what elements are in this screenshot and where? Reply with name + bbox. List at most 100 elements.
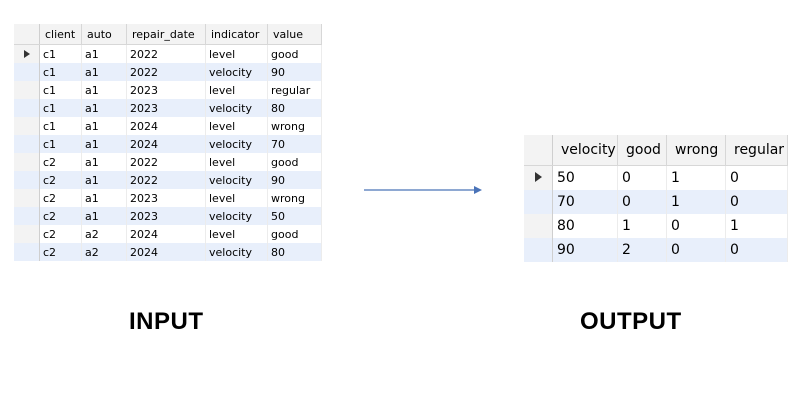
cell-indicator[interactable]: level <box>205 81 268 99</box>
row-selector[interactable] <box>14 225 40 243</box>
cell-repair-date[interactable]: 2024 <box>126 117 206 135</box>
cell-velocity[interactable]: 80 <box>552 214 618 238</box>
cell-good[interactable]: 1 <box>617 214 667 238</box>
cell-client[interactable]: c1 <box>39 117 82 135</box>
cell-indicator[interactable]: velocity <box>205 63 268 81</box>
cell-indicator[interactable]: level <box>205 189 268 207</box>
cell-value[interactable]: 70 <box>267 135 322 153</box>
cell-auto[interactable]: a1 <box>81 189 127 207</box>
cell-value[interactable]: wrong <box>267 117 322 135</box>
cell-regular[interactable]: 1 <box>725 214 788 238</box>
cell-auto[interactable]: a1 <box>81 117 127 135</box>
table-row[interactable]: 80 1 0 1 <box>524 214 788 238</box>
cell-repair-date[interactable]: 2022 <box>126 171 206 189</box>
row-selector[interactable] <box>524 214 553 238</box>
cell-value[interactable]: regular <box>267 81 322 99</box>
table-row[interactable]: c1 a1 2024 velocity 70 <box>14 135 322 153</box>
row-selector[interactable] <box>524 190 553 214</box>
table-row[interactable]: c1 a1 2023 level regular <box>14 81 322 99</box>
row-selector[interactable] <box>14 243 40 261</box>
cell-value[interactable]: good <box>267 225 322 243</box>
cell-client[interactable]: c2 <box>39 171 82 189</box>
cell-auto[interactable]: a1 <box>81 81 127 99</box>
table-row[interactable]: c2 a1 2023 level wrong <box>14 189 322 207</box>
cell-indicator[interactable]: velocity <box>205 135 268 153</box>
cell-auto[interactable]: a1 <box>81 207 127 225</box>
cell-velocity[interactable]: 70 <box>552 190 618 214</box>
cell-regular[interactable]: 0 <box>725 165 788 190</box>
cell-value[interactable]: 80 <box>267 99 322 117</box>
cell-auto[interactable]: a2 <box>81 225 127 243</box>
column-header-indicator[interactable]: indicator <box>205 24 268 45</box>
cell-indicator[interactable]: level <box>205 44 268 63</box>
column-header-client[interactable]: client <box>39 24 82 45</box>
cell-repair-date[interactable]: 2023 <box>126 81 206 99</box>
row-selector[interactable] <box>524 238 553 262</box>
cell-auto[interactable]: a1 <box>81 171 127 189</box>
cell-velocity[interactable]: 50 <box>552 165 618 190</box>
row-selector[interactable] <box>14 171 40 189</box>
cell-repair-date[interactable]: 2024 <box>126 135 206 153</box>
column-header-good[interactable]: good <box>617 135 667 166</box>
row-selector[interactable] <box>14 135 40 153</box>
table-row[interactable]: c1 a1 2024 level wrong <box>14 117 322 135</box>
cell-repair-date[interactable]: 2023 <box>126 207 206 225</box>
cell-wrong[interactable]: 0 <box>666 238 726 262</box>
row-selector[interactable] <box>14 117 40 135</box>
table-row[interactable]: c1 a1 2022 level good <box>14 44 322 63</box>
cell-repair-date[interactable]: 2023 <box>126 99 206 117</box>
column-header-regular[interactable]: regular <box>725 135 788 166</box>
cell-auto[interactable]: a1 <box>81 44 127 63</box>
cell-repair-date[interactable]: 2023 <box>126 189 206 207</box>
cell-repair-date[interactable]: 2024 <box>126 225 206 243</box>
table-row[interactable]: 90 2 0 0 <box>524 238 788 262</box>
cell-good[interactable]: 0 <box>617 165 667 190</box>
cell-good[interactable]: 0 <box>617 190 667 214</box>
cell-good[interactable]: 2 <box>617 238 667 262</box>
cell-repair-date[interactable]: 2022 <box>126 63 206 81</box>
cell-client[interactable]: c1 <box>39 135 82 153</box>
cell-indicator[interactable]: level <box>205 153 268 171</box>
cell-value[interactable]: 50 <box>267 207 322 225</box>
cell-auto[interactable]: a1 <box>81 63 127 81</box>
row-selector[interactable] <box>524 165 553 190</box>
column-header-wrong[interactable]: wrong <box>666 135 726 166</box>
row-selector[interactable] <box>14 153 40 171</box>
row-selector[interactable] <box>14 189 40 207</box>
cell-value[interactable]: good <box>267 44 322 63</box>
cell-value[interactable]: 90 <box>267 63 322 81</box>
cell-value[interactable]: 80 <box>267 243 322 261</box>
cell-indicator[interactable]: level <box>205 117 268 135</box>
cell-indicator[interactable]: velocity <box>205 207 268 225</box>
table-row[interactable]: c2 a1 2023 velocity 50 <box>14 207 322 225</box>
cell-indicator[interactable]: velocity <box>205 99 268 117</box>
cell-client[interactable]: c1 <box>39 63 82 81</box>
cell-auto[interactable]: a1 <box>81 99 127 117</box>
table-row[interactable]: c2 a2 2024 velocity 80 <box>14 243 322 261</box>
cell-client[interactable]: c2 <box>39 153 82 171</box>
table-row[interactable]: c1 a1 2022 velocity 90 <box>14 63 322 81</box>
table-row[interactable]: c2 a2 2024 level good <box>14 225 322 243</box>
column-header-value[interactable]: value <box>267 24 322 45</box>
cell-client[interactable]: c2 <box>39 189 82 207</box>
table-row[interactable]: 70 0 1 0 <box>524 190 788 214</box>
cell-value[interactable]: good <box>267 153 322 171</box>
cell-regular[interactable]: 0 <box>725 238 788 262</box>
table-row[interactable]: c2 a1 2022 level good <box>14 153 322 171</box>
cell-indicator[interactable]: level <box>205 225 268 243</box>
row-selector[interactable] <box>14 44 40 63</box>
row-selector[interactable] <box>14 63 40 81</box>
cell-regular[interactable]: 0 <box>725 190 788 214</box>
cell-client[interactable]: c2 <box>39 225 82 243</box>
cell-indicator[interactable]: velocity <box>205 171 268 189</box>
cell-client[interactable]: c1 <box>39 44 82 63</box>
column-header-auto[interactable]: auto <box>81 24 127 45</box>
cell-client[interactable]: c2 <box>39 243 82 261</box>
cell-velocity[interactable]: 90 <box>552 238 618 262</box>
table-row[interactable]: 50 0 1 0 <box>524 165 788 190</box>
cell-repair-date[interactable]: 2022 <box>126 153 206 171</box>
cell-client[interactable]: c1 <box>39 81 82 99</box>
cell-wrong[interactable]: 1 <box>666 165 726 190</box>
cell-wrong[interactable]: 0 <box>666 214 726 238</box>
table-row[interactable]: c1 a1 2023 velocity 80 <box>14 99 322 117</box>
